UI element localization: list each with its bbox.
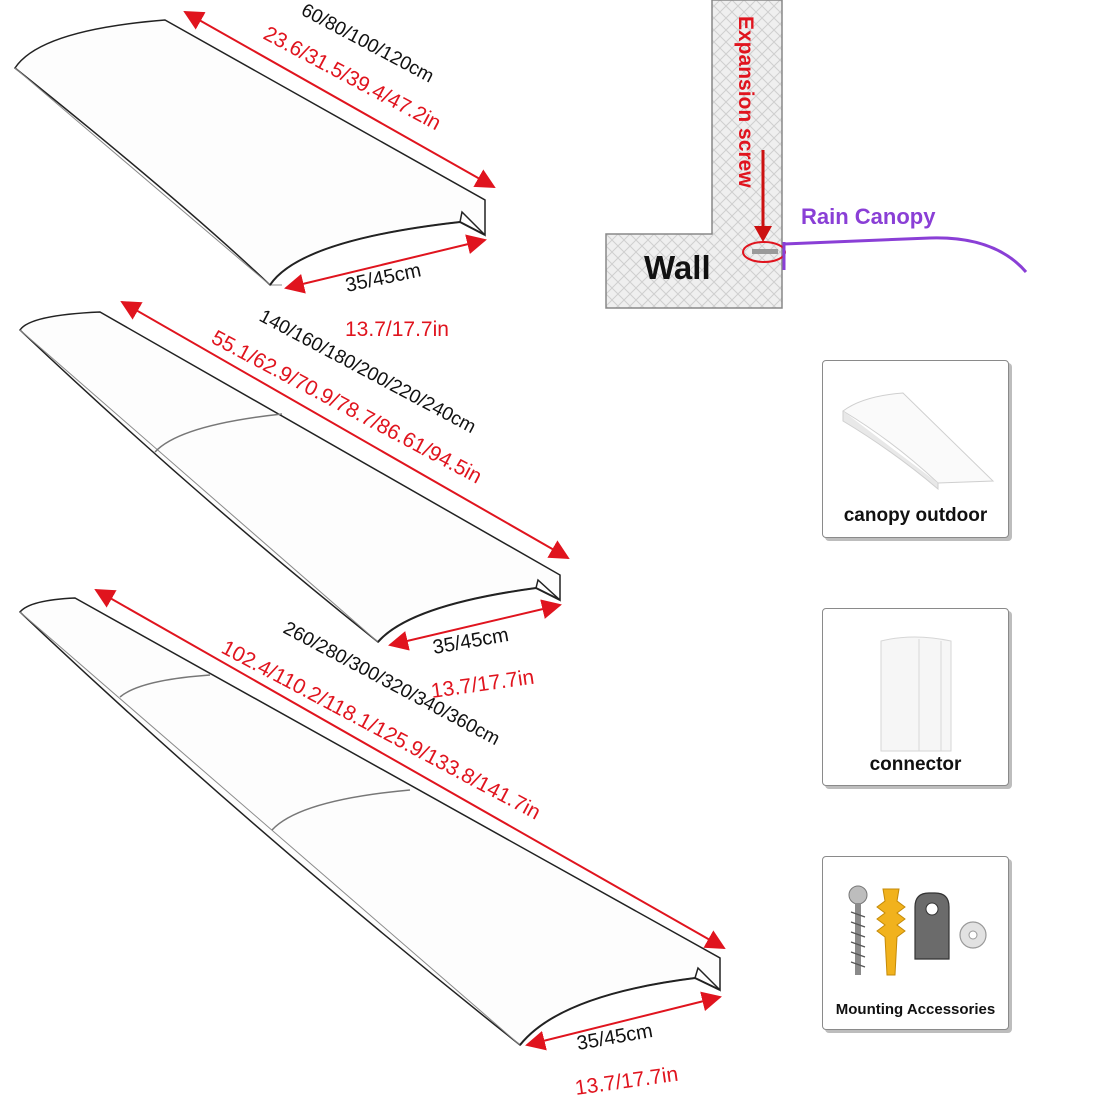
wall-anchor-icon bbox=[876, 888, 906, 976]
wall-label: Wall bbox=[644, 249, 711, 286]
screw-pointer-arrowhead bbox=[754, 226, 772, 242]
width-dimension-arrow-long bbox=[525, 991, 722, 1051]
width-in-label-medium: 13.7/17.7in bbox=[429, 666, 535, 703]
part-card-connector: connector bbox=[822, 608, 1009, 786]
part-card-mounting: Mounting Accessories bbox=[822, 856, 1009, 1030]
part-card-canopy: canopy outdoor bbox=[822, 360, 1009, 538]
canopy-profile-line bbox=[783, 236, 1028, 273]
rain-canopy-label: Rain Canopy bbox=[801, 204, 936, 229]
expansion-screw-label: Expansion screw bbox=[734, 16, 757, 188]
width-dimension-arrow-short bbox=[284, 234, 487, 294]
connector-icon bbox=[880, 636, 952, 752]
canopy-panel-icon bbox=[842, 392, 995, 491]
installation-diagram: Wall Expansion screw Rain Canopy bbox=[605, 0, 1028, 309]
washer-icon bbox=[959, 921, 987, 949]
mounting-hardware-icon bbox=[848, 885, 987, 976]
part-label-mounting: Mounting Accessories bbox=[835, 1001, 996, 1018]
length-dimension-arrow-short bbox=[183, 11, 496, 188]
length-dimension-arrow-long bbox=[94, 589, 726, 949]
part-label-connector: connector bbox=[869, 754, 962, 775]
screw-icon bbox=[848, 885, 868, 975]
expansion-screw-icon bbox=[752, 249, 778, 254]
part-label-canopy: canopy outdoor bbox=[843, 505, 988, 526]
width-cm-label-long: 35/45cm bbox=[575, 1020, 654, 1055]
length-dimension-arrow-medium bbox=[120, 301, 570, 559]
width-in-label-long: 13.7/17.7in bbox=[573, 1063, 679, 1100]
width-cm-label-medium: 35/45cm bbox=[431, 624, 510, 659]
bracket-icon bbox=[914, 892, 950, 960]
width-in-label-short: 13.7/17.7in bbox=[345, 318, 449, 341]
